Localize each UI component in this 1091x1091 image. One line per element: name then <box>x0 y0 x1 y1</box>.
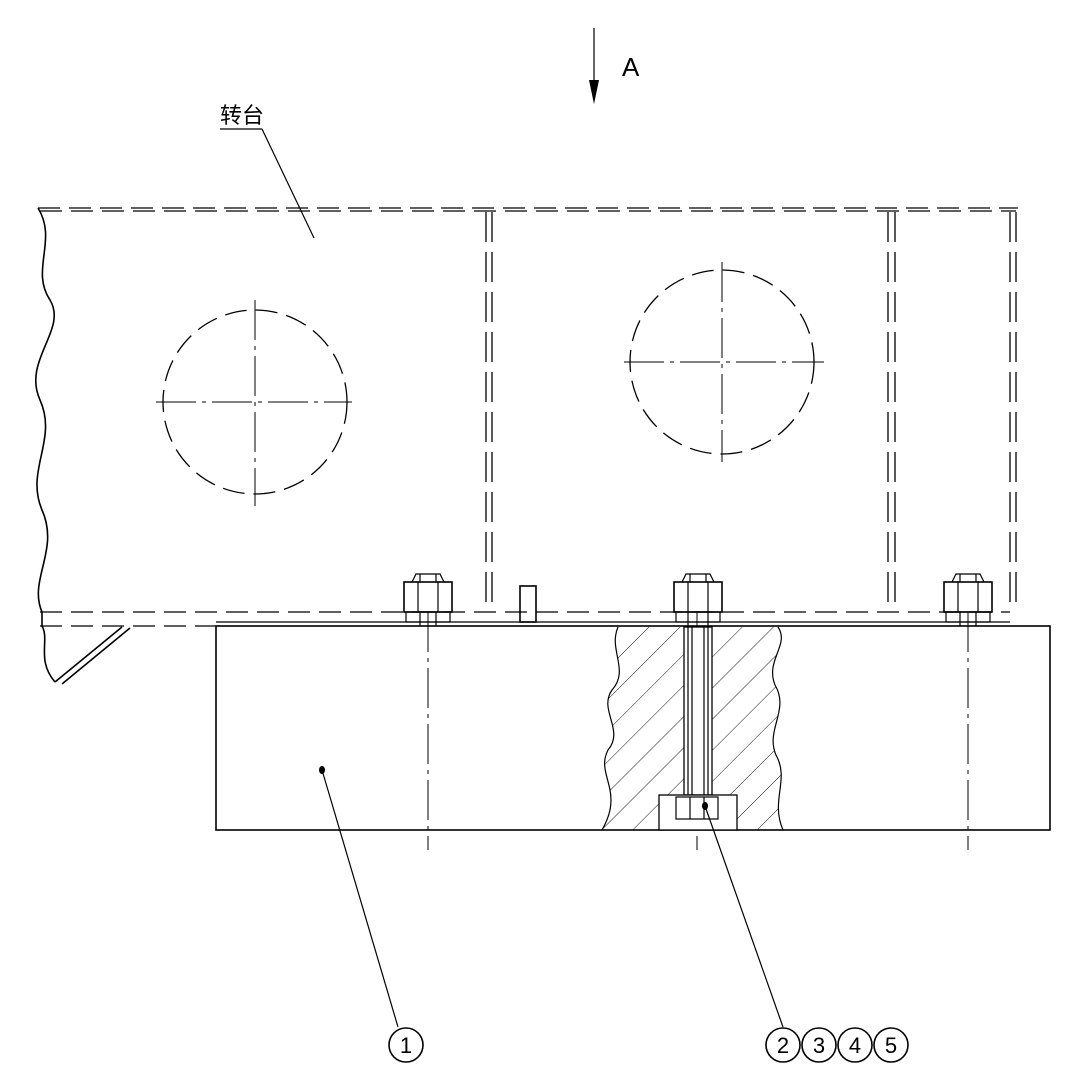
nut-right <box>943 573 993 626</box>
section-hatch <box>601 626 784 831</box>
view-direction-arrow <box>589 28 599 104</box>
leader-part-1 <box>319 766 399 1028</box>
balloon-4: 4 <box>837 1027 873 1063</box>
balloon-2-text: 2 <box>777 1033 789 1058</box>
part-label: 转台 <box>220 103 264 128</box>
nut-left <box>403 573 453 626</box>
turntable-outline <box>34 207 1018 685</box>
locating-pin <box>519 585 537 623</box>
hole-right <box>624 262 824 462</box>
hole-left <box>156 300 352 506</box>
balloon-1-text: 1 <box>400 1033 412 1058</box>
center-bolt <box>675 612 719 820</box>
balloon-1: 1 <box>388 1027 424 1063</box>
balloon-4-text: 4 <box>849 1033 861 1058</box>
nut-center <box>673 573 723 623</box>
leader-parts-2-5 <box>704 805 784 1028</box>
view-label: A <box>622 52 640 82</box>
balloon-5-text: 5 <box>885 1033 897 1058</box>
balloon-5: 5 <box>873 1027 909 1063</box>
balloon-3-text: 3 <box>813 1033 825 1058</box>
balloon-2: 2 <box>765 1027 801 1063</box>
part-label-leader <box>220 128 315 239</box>
balloon-3: 3 <box>801 1027 837 1063</box>
